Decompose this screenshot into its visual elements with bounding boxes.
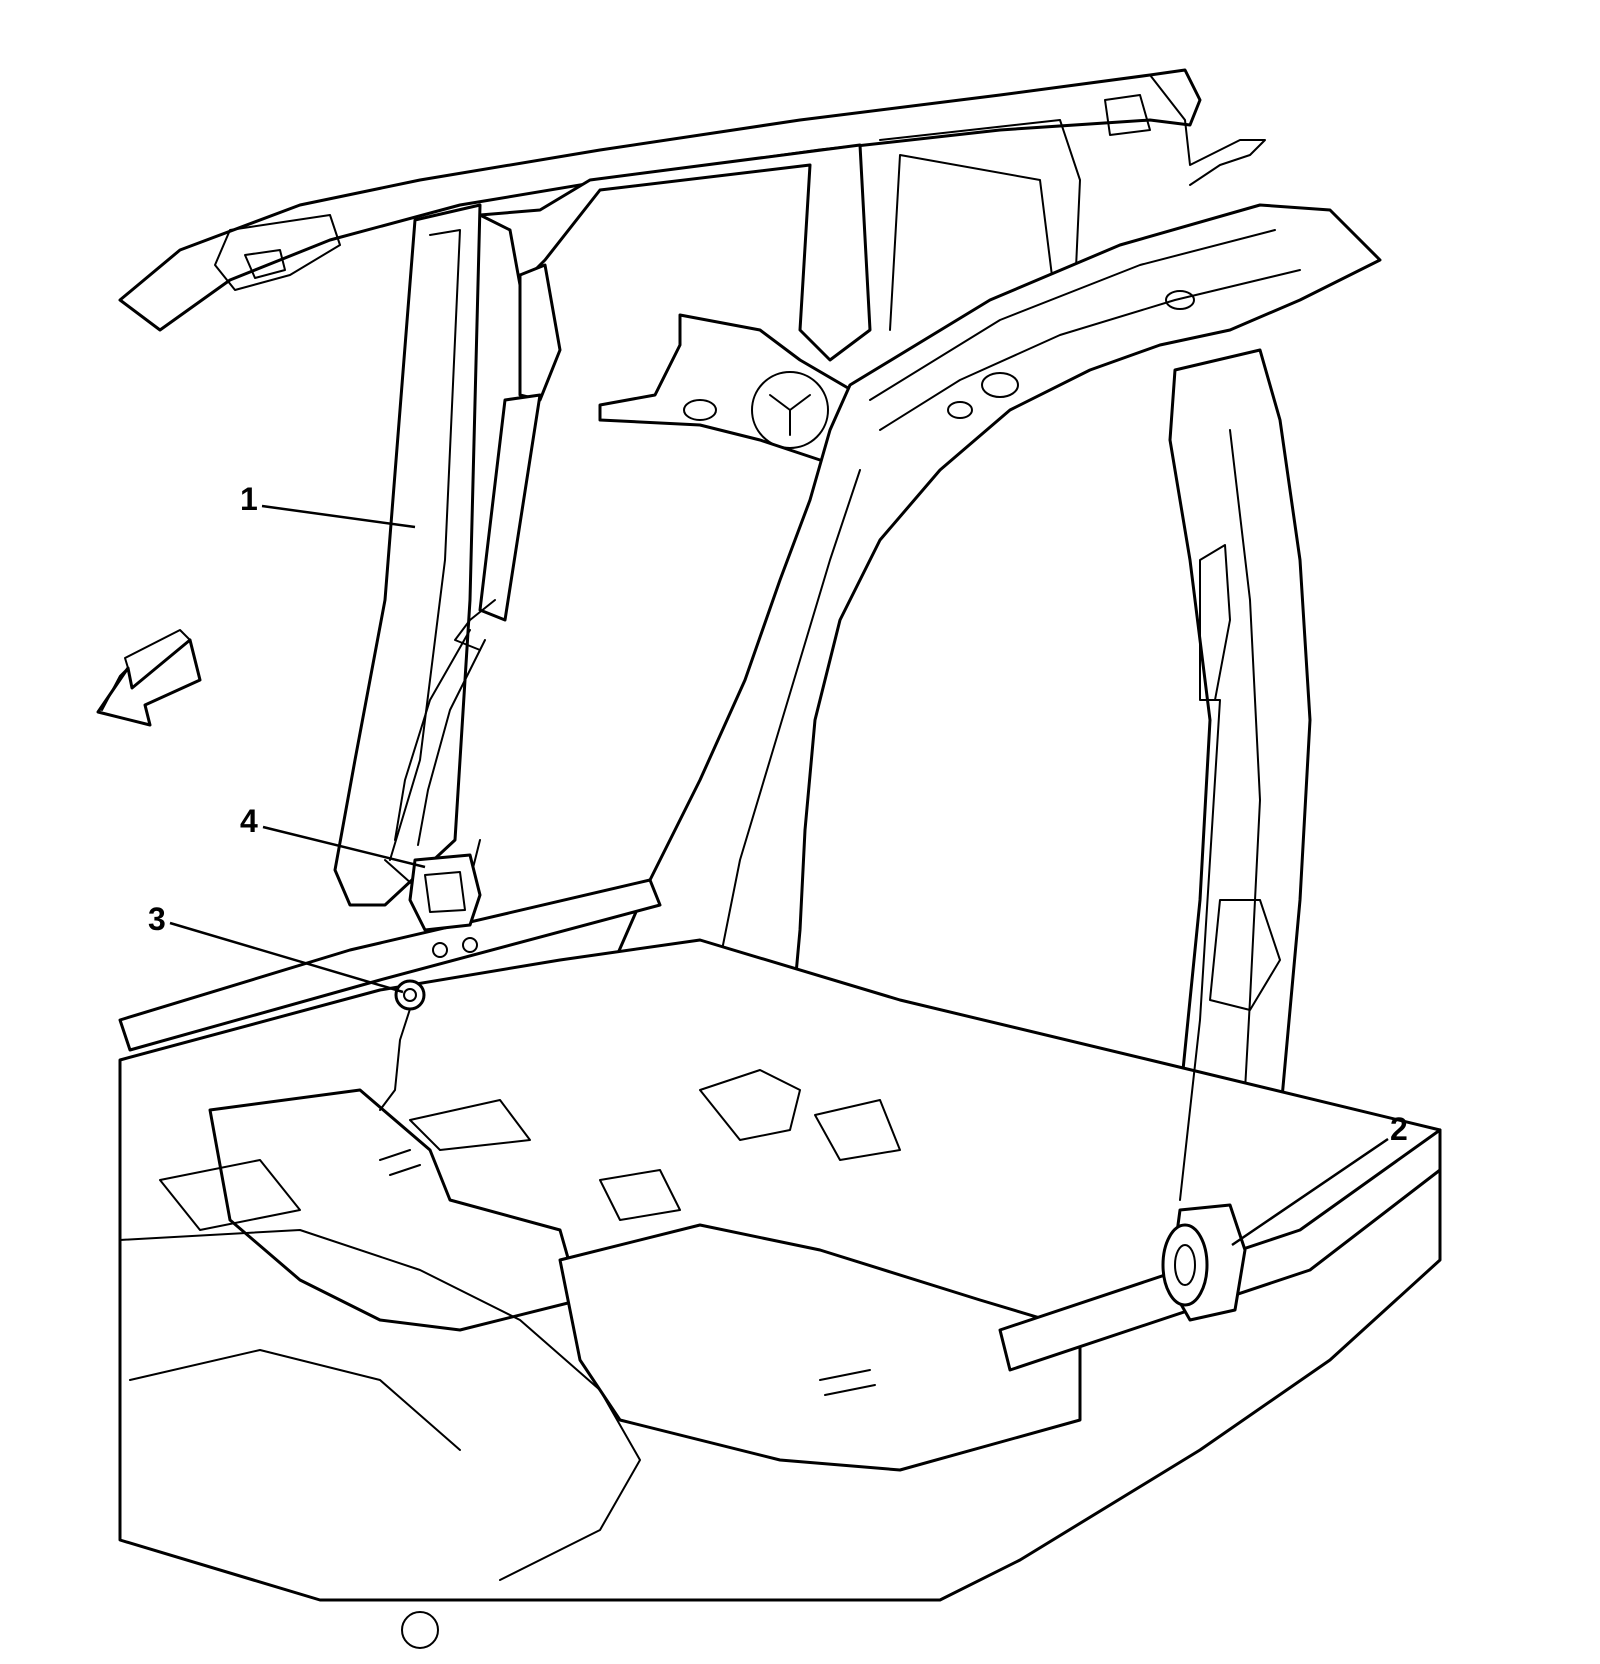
seat-belt-anchor-bolt (379, 979, 426, 1111)
a-pillar (333, 203, 482, 907)
crossmember-upper (598, 313, 882, 472)
floor-pan (118, 938, 1442, 1649)
callout-labels: 1 2 3 4 (148, 481, 1408, 1147)
front-seat-belt-assembly (394, 263, 562, 846)
callout-3: 3 (148, 901, 166, 937)
callout-leaders (169, 504, 1389, 1247)
callout-1-leader (261, 504, 416, 529)
callout-4: 4 (240, 803, 258, 839)
callout-2-leader (1231, 1137, 1389, 1247)
rocker-panel (118, 878, 1442, 1372)
rear-roof-arch (598, 203, 1382, 1122)
forward-direction-arrow-icon (96, 629, 202, 727)
callout-1: 1 (240, 481, 258, 517)
callout-3-leader (169, 921, 404, 994)
callout-4-leader (262, 825, 426, 869)
seat-belt-guide (408, 853, 482, 958)
callout-2: 2 (1390, 1111, 1408, 1147)
rear-seat-belt-retractor (1161, 544, 1247, 1322)
